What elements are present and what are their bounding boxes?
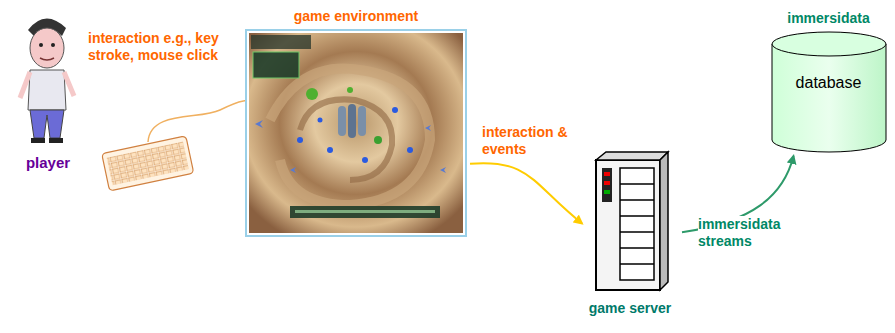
player-label: player [8, 154, 88, 171]
flow-label: interaction & events [482, 124, 582, 158]
interaction-note: interaction e.g., key stroke, mouse clic… [88, 30, 248, 64]
screen-title: game environment [244, 8, 468, 25]
diagram-node: game server [580, 150, 680, 325]
database-cylinder [772, 32, 886, 152]
flow-arrow [470, 163, 582, 223]
keyboard-illustration [102, 136, 194, 191]
server-label: game server [580, 300, 680, 317]
player-figure [20, 18, 74, 143]
store-title: immersidata [766, 10, 891, 27]
game-screenshot [246, 30, 466, 236]
diagram-node: immersidata database [766, 4, 891, 154]
server-illustration [596, 152, 668, 290]
diagram-node: player [8, 26, 88, 176]
flow-label: immersidata streams [698, 216, 798, 250]
mouse-cable [148, 100, 248, 142]
store-label: database [766, 74, 891, 91]
diagram-node: game environment [244, 6, 468, 238]
